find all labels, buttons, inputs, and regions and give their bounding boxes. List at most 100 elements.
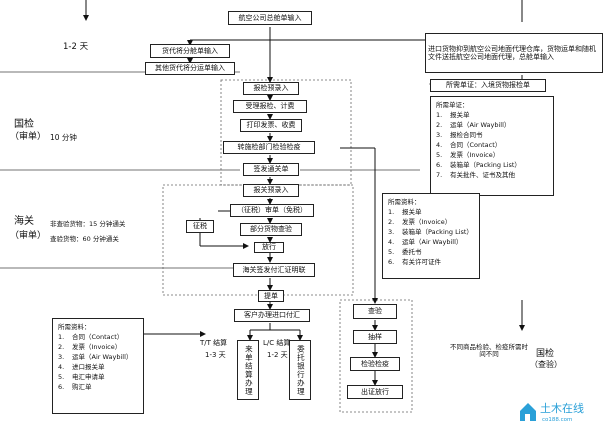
- customs-review-label: （审单）: [10, 231, 47, 241]
- customs-payment-cert: 海关签发付汇证明联: [233, 263, 315, 277]
- bill-of-lading: 提单: [258, 290, 284, 302]
- list-item-number: 3.: [58, 353, 65, 362]
- list-item-text: 装箱单（Packing List）: [450, 161, 521, 170]
- issue-clearance: 签发通关单: [243, 163, 299, 176]
- list-item-number: 2.: [436, 121, 443, 130]
- time-label-10-min: 10 分钟: [50, 133, 77, 142]
- lc-label: L/C 结算: [263, 339, 291, 347]
- lc-bank-box: 来单结算办理: [237, 340, 259, 400]
- list-item-text: 运单（Air Waybill）: [72, 353, 133, 362]
- list-item: 6. 购汇单: [58, 382, 138, 392]
- list-item-number: 3.: [388, 228, 395, 237]
- quarantine-box: 检验检疫: [350, 357, 400, 371]
- time-label-1-2-days: 1-2 天: [63, 42, 89, 52]
- forwarder-submanifest-input: 货代将分舱单输入: [150, 44, 230, 58]
- print-invoice-fee: 打印发票、收费: [240, 119, 302, 132]
- list-item-number: 3.: [436, 131, 443, 140]
- list-item-text: 报检合同书: [450, 131, 483, 140]
- list-item-text: 电汇申请单: [72, 373, 105, 382]
- list-item: 1. 报关单: [436, 110, 548, 120]
- list-item: 5. 发票（Invoice）: [436, 150, 548, 160]
- list-item-text: 报关单: [450, 111, 470, 120]
- customer-payment: 客户办理进口付汇: [234, 309, 310, 322]
- list-item-number: 2.: [58, 343, 65, 352]
- arrival-info-box: 进口货物抑到航空公司地面代理仓库，货物运单和随机文件送抵航空公司地面代理，总舱单…: [425, 33, 603, 73]
- lc-days: 1-2 天: [267, 351, 288, 359]
- required-docs-left: 所需资料： 1. 合同（Contact）2.发票（Invoice）3. 运单（Air…: [52, 318, 144, 414]
- list-item-number: 4.: [436, 141, 443, 150]
- list-item: 5. 电汇申请单: [58, 372, 138, 382]
- different-time-note: 不同商品检验、检疫所需时间不同: [450, 333, 528, 369]
- list-title: 所需单证：: [436, 101, 469, 109]
- list-item-number: 1.: [388, 208, 395, 217]
- list-item-number: 6.: [436, 161, 443, 170]
- logo-house-icon: 土木在线 co188.com: [520, 401, 584, 423]
- list-item-number: 4.: [58, 363, 65, 372]
- inspection-check-label: （查验）: [530, 360, 562, 369]
- list-item-number: 6.: [388, 258, 395, 267]
- list-item-text: 报关单: [402, 208, 422, 217]
- inspection-section-label: 国检: [14, 119, 34, 130]
- list-item-text: 合同（Contact）: [72, 333, 124, 342]
- required-docs-middle: 所需资料： 1. 报关单 2. 发票（Invoice） 3. 装箱单（Packing Li…: [382, 193, 480, 279]
- entrust-bank-box: 委托银行办理: [289, 340, 311, 400]
- site-logo: 土木在线 co188.com: [518, 397, 602, 423]
- list-item: 5. 委托书: [388, 247, 474, 257]
- list-item-text: 进口报关单: [72, 363, 105, 372]
- list-item: 6. 装箱单（Packing List）: [436, 160, 548, 170]
- list-item: 4.运单（Air Waybill）: [388, 237, 474, 247]
- inspection-section-label-2: 国检: [536, 349, 555, 359]
- list-item-text: 发票（Invoice）: [402, 218, 452, 227]
- list-item-text: 运单（Air Waybill）: [450, 121, 511, 130]
- list-item: 2. 运单（Air Waybill）: [436, 120, 548, 130]
- tt-label: T/T 结算: [200, 339, 228, 347]
- list-item: 2. 发票（Invoice）: [388, 217, 474, 227]
- list-item-number: 5.: [436, 151, 443, 160]
- list-item-text: 合同（Contact）: [450, 141, 502, 150]
- inbound-inspection-doc: 所需单证：入境货物报检单: [430, 79, 546, 92]
- list-item-number: 5.: [388, 248, 395, 257]
- inspect-box: 查验: [353, 304, 397, 319]
- inspection-review-label: （审单）: [10, 132, 47, 142]
- partial-inspection: 部分货物查验: [240, 223, 302, 236]
- list-item: 3. 装箱单（Packing List）: [388, 227, 474, 237]
- list-item: 6. 有关许可证件: [388, 257, 474, 267]
- list-item-number: 4.: [388, 238, 395, 247]
- list-item-number: 2.: [388, 218, 395, 227]
- list-item: 1. 报关单: [388, 207, 474, 217]
- list-item: 2.发票（Invoice）: [58, 342, 138, 352]
- list-item-number: 5.: [58, 373, 65, 382]
- list-item: 4. 进口报关单: [58, 362, 138, 372]
- list-item: 1. 合同（Contact）: [58, 332, 138, 342]
- list-item: 3. 报检合同书: [436, 130, 548, 140]
- release-box: 放行: [254, 242, 284, 253]
- list-item: 4. 合同（Contact）: [436, 140, 548, 150]
- required-docs-right: 所需单证： 1. 报关单 2. 运单（Air Waybill） 3. 报检合同书 4. 合同（…: [430, 96, 554, 196]
- inspect-time: 查验货物：60 分钟通关: [50, 235, 119, 243]
- logo-subtext: co188.com: [542, 417, 572, 423]
- sampling-box: 抽样: [353, 330, 397, 344]
- list-item-number: 1.: [58, 333, 65, 342]
- list-item-number: 1.: [436, 111, 443, 120]
- list-item-text: 有关批件、证书及其他: [450, 171, 515, 180]
- customs-section-label: 海关: [14, 216, 34, 227]
- certificate-release: 出证放行: [347, 385, 403, 399]
- customs-prerecord: 报关预录入: [243, 184, 299, 197]
- non-inspect-time: 非查验货物：15 分钟通关: [50, 220, 126, 228]
- list-item-text: 装箱单（Packing List）: [402, 228, 473, 237]
- logo-text: 土木在线: [540, 401, 584, 415]
- tax-review: （征税）审单（免税）: [230, 204, 314, 217]
- tax-box: 征税: [186, 220, 214, 233]
- list-item-text: 有关许可证件: [402, 258, 441, 267]
- list-title: 所需资料：: [388, 198, 421, 206]
- other-forwarder-waybill-input: 其他货代将分运单输入: [145, 62, 235, 75]
- list-item-number: 7.: [436, 171, 443, 180]
- inspection-prerecord: 报检预录入: [243, 82, 299, 95]
- accept-inspection-billing: 受理报检、计费: [233, 100, 307, 113]
- list-item-number: 6.: [58, 383, 65, 392]
- list-title: 所需资料：: [58, 323, 91, 331]
- list-item-text: 发票（Invoice）: [450, 151, 500, 160]
- list-item-text: 购汇单: [72, 383, 92, 392]
- list-item-text: 委托书: [402, 248, 422, 257]
